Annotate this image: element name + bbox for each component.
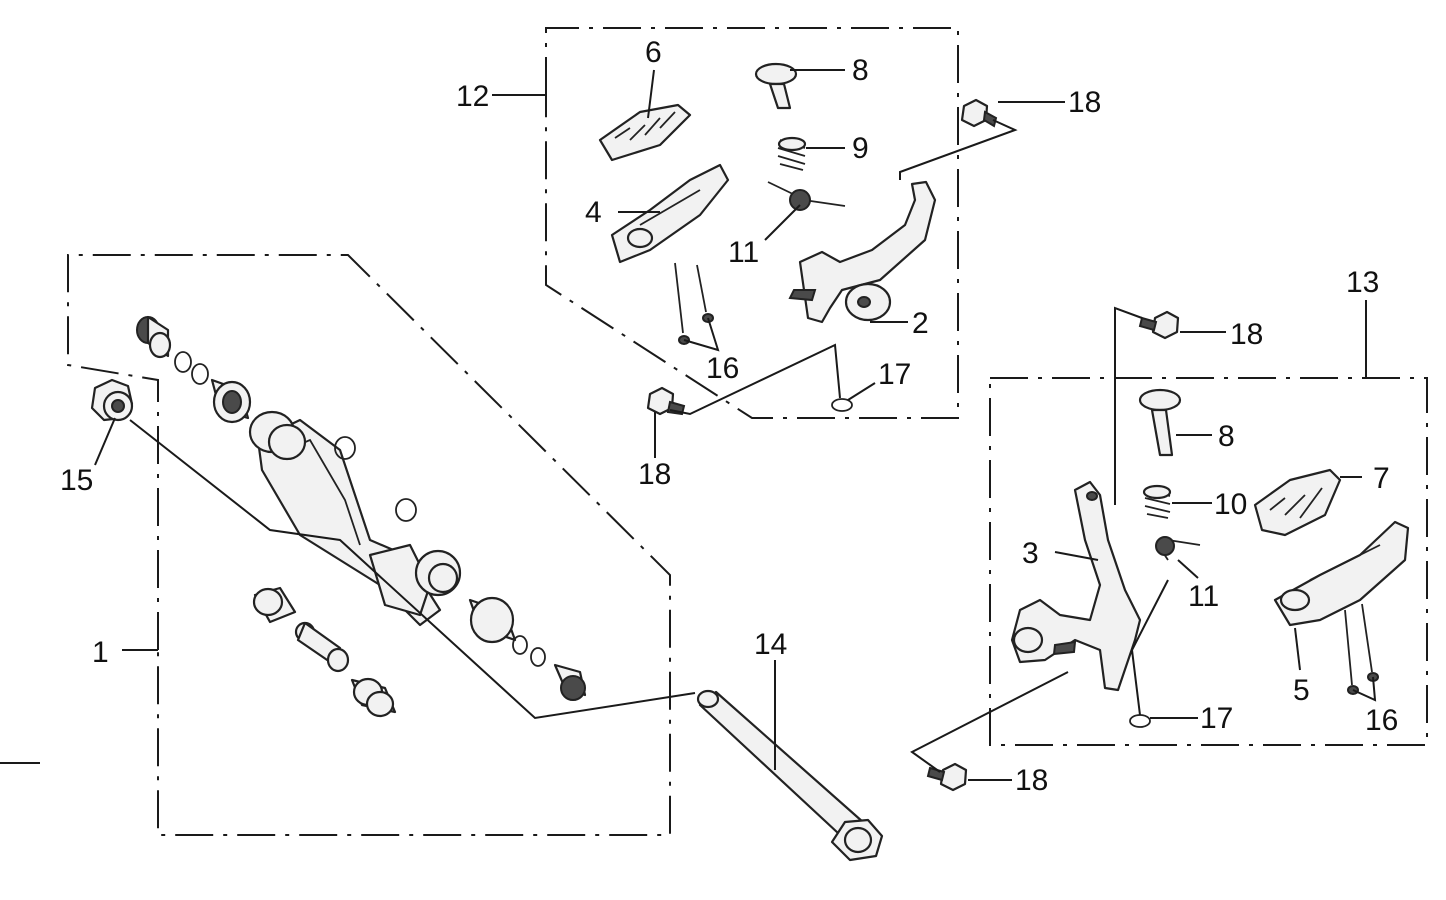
footpeg-bracket-3 <box>1010 480 1142 692</box>
leader-lines <box>94 69 1377 781</box>
assembly-outline-1 <box>67 254 671 836</box>
bushing-right <box>468 596 517 644</box>
pin-lower <box>294 621 350 673</box>
footpeg-4 <box>610 163 730 264</box>
bracket-pad <box>368 543 432 617</box>
footpeg-bracket-2 <box>788 180 937 324</box>
label-4: 4 <box>585 196 602 229</box>
label-9: 9 <box>852 132 869 165</box>
collar-mid <box>414 549 462 597</box>
label-16-right: 16 <box>1365 704 1398 737</box>
label-17-top: 17 <box>878 358 911 391</box>
washer-right-2 <box>530 647 546 667</box>
bushing-top-2 <box>210 378 252 424</box>
flange-nut-15 <box>90 378 134 422</box>
collar-top <box>248 410 307 461</box>
label-6: 6 <box>645 36 662 69</box>
end-bushing-right <box>553 663 587 701</box>
label-12: 12 <box>456 80 489 113</box>
clip-ring-1 <box>334 436 356 460</box>
pin-8-top <box>754 62 798 110</box>
washer-top-2 <box>191 363 209 385</box>
bolt-18-c <box>1138 310 1180 340</box>
label-15: 15 <box>60 464 93 497</box>
footpeg-5 <box>1273 520 1410 627</box>
clip-17-right <box>1129 714 1151 728</box>
label-13: 13 <box>1346 266 1379 299</box>
bolt-18-b <box>646 386 686 416</box>
spring-9 <box>777 136 807 171</box>
label-2: 2 <box>912 307 929 340</box>
label-8-right: 8 <box>1218 420 1235 453</box>
clip-ring-2 <box>395 498 417 522</box>
label-16-top: 16 <box>706 352 739 385</box>
callout-labels: 1 2 3 4 5 6 7 8 8 9 10 11 11 12 13 14 15… <box>60 36 1398 797</box>
bushing-lower-2 <box>350 677 397 718</box>
bracket-assembly-1 <box>136 315 587 718</box>
label-1: 1 <box>92 636 109 669</box>
label-18-c: 18 <box>1230 318 1263 351</box>
bushing-top-1 <box>136 315 172 359</box>
label-5: 5 <box>1293 674 1310 707</box>
label-8-top: 8 <box>852 54 869 87</box>
label-18-d: 18 <box>1015 764 1048 797</box>
washer-right-1 <box>512 635 528 655</box>
footpeg-rubber-7 <box>1253 468 1342 537</box>
label-18-a: 18 <box>1068 86 1101 119</box>
footpeg-rubber-6 <box>598 103 692 162</box>
label-18-b: 18 <box>638 458 671 491</box>
clip-17-top <box>831 398 853 412</box>
bushing-lower-1 <box>252 586 297 624</box>
assembly-outline-12 <box>545 27 959 419</box>
washer-top-1 <box>174 351 192 373</box>
torsion-spring-11-top <box>767 181 846 211</box>
bolt-18-a <box>960 98 998 128</box>
label-3: 3 <box>1022 537 1039 570</box>
label-10: 10 <box>1214 488 1247 521</box>
label-11-top: 11 <box>728 236 759 269</box>
pin-8-right <box>1138 388 1182 457</box>
label-11-right: 11 <box>1188 580 1219 613</box>
spring-10 <box>1142 484 1172 519</box>
label-17-right: 17 <box>1200 702 1233 735</box>
label-14: 14 <box>754 628 787 661</box>
pivot-bolt-14 <box>696 689 884 862</box>
torsion-spring-11-right <box>1155 536 1201 561</box>
label-7: 7 <box>1373 462 1390 495</box>
bolt-16-top <box>674 262 714 345</box>
